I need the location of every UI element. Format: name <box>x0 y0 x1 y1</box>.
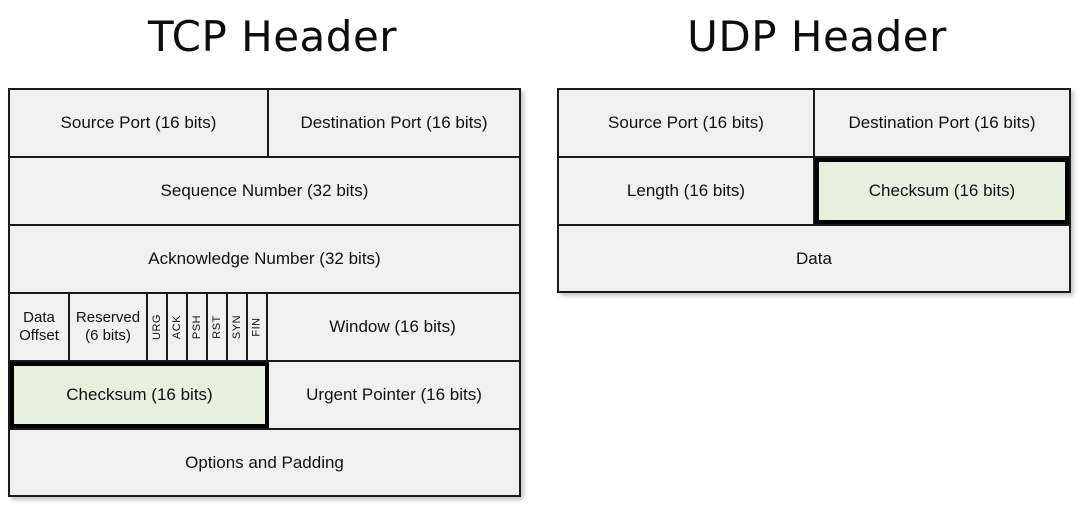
tcp-flag-fin-label: FIN <box>251 317 264 337</box>
tcp-field-acknowledge-number: Acknowledge Number (32 bits) <box>10 226 519 292</box>
udp-field-destination-port: Destination Port (16 bits) <box>815 90 1069 156</box>
tcp-field-reserved: Reserved (6 bits) <box>70 294 148 360</box>
udp-field-checksum: Checksum (16 bits) <box>815 158 1069 224</box>
tcp-row-checksum-urgent: Checksum (16 bits) Urgent Pointer (16 bi… <box>10 362 519 430</box>
udp-row-data: Data <box>559 226 1069 291</box>
udp-row-length-checksum: Length (16 bits) Checksum (16 bits) <box>559 158 1069 226</box>
tcp-header-table: Source Port (16 bits) Destination Port (… <box>8 88 521 497</box>
udp-field-source-port: Source Port (16 bits) <box>559 90 815 156</box>
tcp-row-offset-flags-window: Data Offset Reserved (6 bits) URG ACK PS… <box>10 294 519 362</box>
tcp-row-options-padding: Options and Padding <box>10 430 519 495</box>
tcp-reserved-line1: Reserved <box>75 309 141 327</box>
tcp-field-destination-port: Destination Port (16 bits) <box>269 90 519 156</box>
tcp-field-sequence-number: Sequence Number (32 bits) <box>10 158 519 224</box>
tcp-flag-ack-label: ACK <box>171 314 183 340</box>
tcp-flag-urg: URG <box>148 294 168 360</box>
udp-header-title: UDP Header <box>687 12 947 61</box>
tcp-header-title: TCP Header <box>147 12 398 61</box>
tcp-row-acknowledge-number: Acknowledge Number (32 bits) <box>10 226 519 294</box>
tcp-flag-fin: FIN <box>248 294 268 360</box>
tcp-flag-rst-label: RST <box>211 315 223 339</box>
tcp-field-window: Window (16 bits) <box>268 294 517 360</box>
tcp-field-urgent-pointer: Urgent Pointer (16 bits) <box>269 362 519 428</box>
tcp-flag-rst: RST <box>208 294 228 360</box>
udp-header-table: Source Port (16 bits) Destination Port (… <box>557 88 1071 293</box>
tcp-reserved-line2: (6 bits) <box>85 327 131 344</box>
tcp-data-offset-line2: Offset <box>19 327 59 344</box>
tcp-flag-syn: SYN <box>228 294 248 360</box>
tcp-field-options-and-padding: Options and Padding <box>10 430 519 495</box>
udp-field-data: Data <box>559 226 1069 291</box>
tcp-flag-psh-label: PSH <box>191 314 203 340</box>
udp-row-ports: Source Port (16 bits) Destination Port (… <box>559 90 1069 158</box>
tcp-data-offset-line1: Data <box>23 309 55 327</box>
tcp-row-sequence-number: Sequence Number (32 bits) <box>10 158 519 226</box>
tcp-flag-psh: PSH <box>188 294 208 360</box>
tcp-field-data-offset: Data Offset <box>10 294 70 360</box>
tcp-row-ports: Source Port (16 bits) Destination Port (… <box>10 90 519 158</box>
tcp-flag-syn-label: SYN <box>231 314 243 340</box>
tcp-field-checksum: Checksum (16 bits) <box>10 362 269 428</box>
tcp-field-source-port: Source Port (16 bits) <box>10 90 269 156</box>
tcp-flag-ack: ACK <box>168 294 188 360</box>
udp-field-length: Length (16 bits) <box>559 158 815 224</box>
tcp-flag-urg-label: URG <box>151 314 164 340</box>
